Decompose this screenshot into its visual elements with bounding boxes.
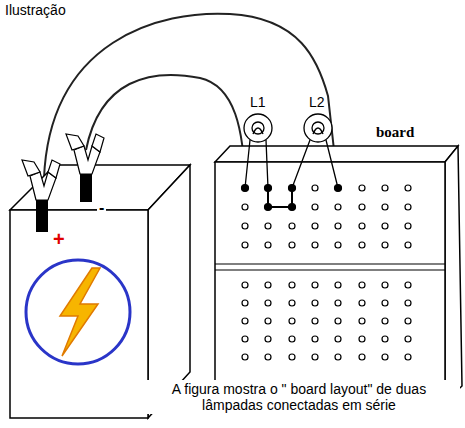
board-hole xyxy=(382,242,388,248)
polarity-sign: + xyxy=(51,229,67,249)
board-hole xyxy=(382,282,388,288)
board-hole xyxy=(265,282,271,288)
board-label: board xyxy=(376,124,414,141)
board-hole xyxy=(405,282,411,288)
board-hole xyxy=(289,300,295,306)
board-hole xyxy=(382,318,388,324)
board-hole xyxy=(405,223,411,229)
board-hole xyxy=(312,204,318,210)
lamp xyxy=(244,114,272,188)
board-hole xyxy=(335,204,341,210)
board-hole xyxy=(312,300,318,306)
board-hole xyxy=(359,354,365,360)
board-hole xyxy=(312,185,318,191)
board-hole xyxy=(289,354,295,360)
board-hole xyxy=(405,336,411,342)
board-hole xyxy=(359,282,365,288)
board-hole xyxy=(242,223,248,229)
board-hole xyxy=(405,204,411,210)
lightning-symbol xyxy=(60,268,100,356)
board-hole xyxy=(335,300,341,306)
board-hole xyxy=(405,318,411,324)
board-hole xyxy=(312,354,318,360)
board-hole xyxy=(265,354,271,360)
board-hole xyxy=(382,336,388,342)
board-hole xyxy=(242,300,248,306)
board-hole xyxy=(289,318,295,324)
jumper-wire xyxy=(268,188,292,207)
board-hole xyxy=(335,336,341,342)
board-hole xyxy=(335,242,341,248)
board-hole xyxy=(242,282,248,288)
lamp-label: L1 xyxy=(250,94,266,110)
board-hole xyxy=(289,242,295,248)
board-hole xyxy=(359,204,365,210)
board-hole xyxy=(312,223,318,229)
board-hole xyxy=(265,300,271,306)
board-hole xyxy=(359,336,365,342)
board-hole xyxy=(242,204,248,210)
board-hole xyxy=(289,336,295,342)
board-hole xyxy=(405,242,411,248)
board-hole xyxy=(312,242,318,248)
board-hole xyxy=(289,223,295,229)
board-hole xyxy=(265,223,271,229)
board-hole xyxy=(359,185,365,191)
board-hole xyxy=(289,282,295,288)
board-hole xyxy=(335,282,341,288)
lamp-label: L2 xyxy=(309,94,325,110)
board-hole xyxy=(382,204,388,210)
board-hole xyxy=(265,318,271,324)
alligator-clip xyxy=(22,134,104,200)
polarity-sign: - xyxy=(97,200,106,216)
board-hole xyxy=(242,318,248,324)
board-hole xyxy=(265,242,271,248)
board-hole xyxy=(335,223,341,229)
board-hole xyxy=(312,318,318,324)
board-hole xyxy=(242,336,248,342)
board-hole xyxy=(405,354,411,360)
board-hole xyxy=(382,223,388,229)
board-hole xyxy=(335,354,341,360)
board-hole xyxy=(312,336,318,342)
caption-text: A figura mostra o " board layout" de dua… xyxy=(138,380,460,414)
board-hole xyxy=(405,185,411,191)
lamp xyxy=(292,114,338,188)
board-hole xyxy=(405,300,411,306)
board-hole xyxy=(242,354,248,360)
board-hole xyxy=(265,336,271,342)
breadboard xyxy=(215,146,462,402)
board-hole xyxy=(335,318,341,324)
board-hole xyxy=(382,185,388,191)
board-hole xyxy=(359,223,365,229)
board-hole xyxy=(359,300,365,306)
board-hole xyxy=(242,242,248,248)
board-hole xyxy=(312,282,318,288)
board-hole xyxy=(359,318,365,324)
title-text: Ilustração xyxy=(5,2,66,18)
board-hole xyxy=(382,300,388,306)
board-hole xyxy=(359,242,365,248)
board-hole xyxy=(382,354,388,360)
